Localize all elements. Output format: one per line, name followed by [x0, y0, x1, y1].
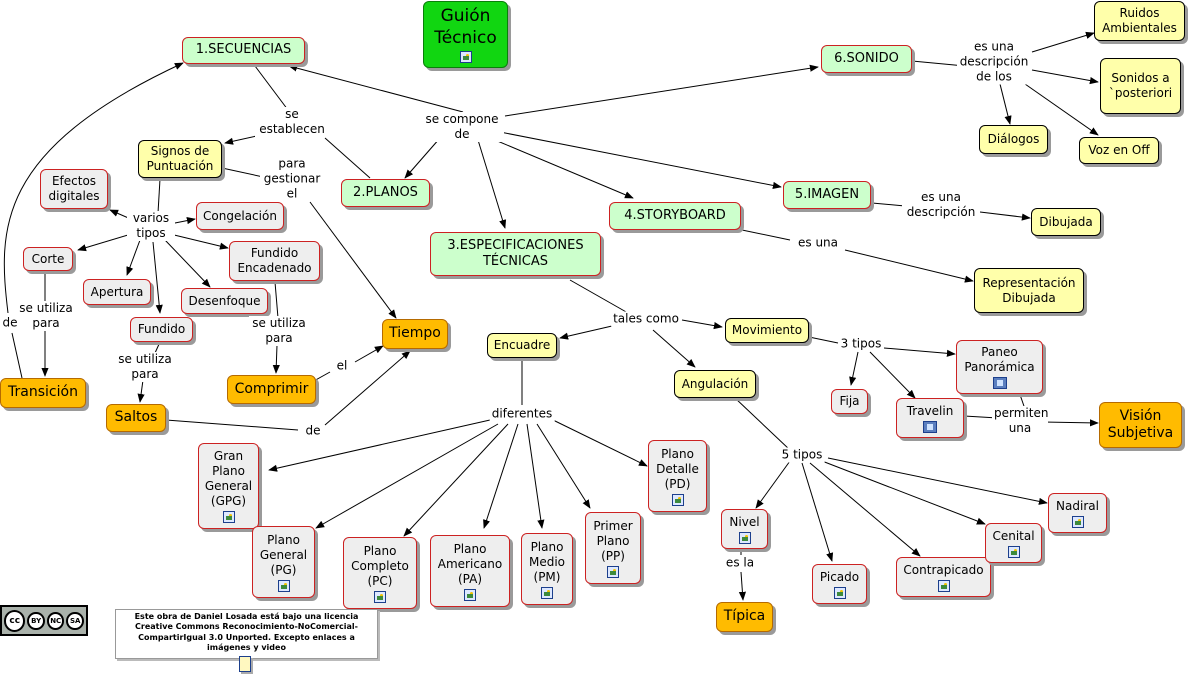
- node-fija[interactable]: Fija: [831, 389, 868, 414]
- link-label-se-utiliza-fundido: se utiliza para: [115, 352, 175, 382]
- node-cenital[interactable]: Cenital: [985, 523, 1042, 563]
- link-label-de-saltos: de: [303, 423, 323, 439]
- image-icon[interactable]: [541, 586, 553, 599]
- image-icon[interactable]: [222, 511, 235, 523]
- link-label-permiten-una: permiten una: [992, 406, 1049, 436]
- node-plano-americano[interactable]: Plano Americano (PA): [430, 535, 510, 607]
- node-travelin[interactable]: Travelin: [896, 398, 964, 438]
- node-representacion-dibujada[interactable]: Representación Dibujada: [974, 268, 1084, 313]
- node-picado[interactable]: Picado: [812, 564, 867, 604]
- node-plano-medio[interactable]: Plano Medio (PM): [521, 533, 573, 605]
- link-label-para-gestionar: para gestionar el: [260, 156, 324, 202]
- node-dibujada[interactable]: Dibujada: [1031, 208, 1101, 236]
- image-icon[interactable]: [464, 588, 476, 601]
- node-voz-en-off[interactable]: Voz en Off: [1079, 137, 1159, 164]
- node-imagen[interactable]: 5.IMAGEN: [783, 181, 871, 209]
- node-plano-detalle[interactable]: Plano Detalle (PD): [648, 440, 707, 512]
- node-primer-plano[interactable]: Primer Plano (PP): [585, 512, 641, 584]
- node-storyboard[interactable]: 4.STORYBOARD: [609, 202, 741, 230]
- image-icon[interactable]: [937, 579, 950, 592]
- node-tipica[interactable]: Típica: [716, 602, 773, 632]
- license-notice: Este obra de Daniel Losada está bajo una…: [115, 609, 378, 659]
- image-icon[interactable]: [738, 531, 751, 544]
- node-movimiento[interactable]: Movimiento: [725, 318, 809, 343]
- link-label-es-una-storyboard: es una: [795, 235, 841, 251]
- cc-icon: cc: [4, 609, 26, 632]
- by-icon: BY: [27, 611, 45, 630]
- node-transicion[interactable]: Transición: [0, 378, 86, 408]
- link-label-se-utiliza-encadenado: se utiliza para: [249, 316, 309, 346]
- node-angulacion[interactable]: Angulación: [674, 370, 756, 398]
- link-label-el: el: [334, 358, 350, 374]
- link-label-se-utiliza-corte: se utiliza para: [16, 301, 76, 331]
- node-nivel[interactable]: Nivel: [721, 509, 768, 549]
- node-plano-completo[interactable]: Plano Completo (PC): [343, 537, 417, 609]
- node-encuadre[interactable]: Encuadre: [487, 333, 557, 358]
- node-fundido[interactable]: Fundido: [130, 317, 193, 342]
- node-paneo-panoramica[interactable]: Paneo Panorámica: [956, 340, 1043, 394]
- node-dialogos[interactable]: Diálogos: [979, 125, 1048, 154]
- node-saltos[interactable]: Saltos: [106, 404, 166, 432]
- node-sonidos-posteriori[interactable]: Sonidos a `posteriori: [1100, 58, 1181, 114]
- video-icon[interactable]: [923, 420, 937, 433]
- link-label-varios-tipos: varios tipos: [127, 211, 175, 241]
- link-label-se-establecen: se establecen: [255, 107, 329, 137]
- node-ruidos-ambientales[interactable]: Ruidos Ambientales: [1094, 1, 1185, 41]
- node-apertura[interactable]: Apertura: [83, 279, 151, 305]
- node-fundido-encadenado[interactable]: Fundido Encadenado: [229, 241, 320, 281]
- document-icon[interactable]: [239, 656, 251, 672]
- link-label-es-la: es la: [723, 555, 757, 571]
- image-icon[interactable]: [671, 493, 684, 506]
- image-icon[interactable]: [459, 50, 472, 63]
- nc-icon: NC: [46, 611, 65, 630]
- image-icon[interactable]: [1071, 515, 1084, 528]
- link-label-es-una-descripcion-sonido: es una descripción de los: [957, 39, 1031, 85]
- image-icon[interactable]: [607, 565, 619, 578]
- link-label-diferentes: diferentes: [489, 406, 555, 422]
- image-icon[interactable]: [374, 590, 386, 603]
- node-gran-plano-general[interactable]: Gran Plano General (GPG): [198, 443, 259, 529]
- node-secuencias[interactable]: 1.SECUENCIAS: [182, 37, 305, 64]
- link-label-es-una-descripcion-imagen: es una descripción: [902, 190, 980, 220]
- node-tiempo[interactable]: Tiempo: [382, 319, 448, 349]
- node-contrapicado[interactable]: Contrapicado: [896, 557, 991, 597]
- node-efectos-digitales[interactable]: Efectos digitales: [40, 169, 108, 209]
- node-especificaciones[interactable]: 3.ESPECIFICACIONES TÉCNICAS: [430, 232, 601, 276]
- node-desenfoque[interactable]: Desenfoque: [181, 288, 268, 314]
- node-nadiral[interactable]: Nadiral: [1048, 493, 1107, 533]
- node-guion-tecnico[interactable]: Guión Técnico: [423, 1, 508, 68]
- sa-icon: SA: [66, 611, 84, 630]
- video-icon[interactable]: [992, 377, 1007, 389]
- node-sonido[interactable]: 6.SONIDO: [821, 45, 912, 73]
- node-comprimir[interactable]: Comprimir: [227, 375, 316, 404]
- link-label-5-tipos: 5 tipos: [779, 447, 825, 463]
- link-label-3-tipos: 3 tipos: [838, 336, 884, 352]
- node-corte[interactable]: Corte: [23, 247, 73, 271]
- node-signos-puntuacion[interactable]: Signos de Puntuación: [138, 140, 222, 178]
- node-planos[interactable]: 2.PLANOS: [341, 179, 430, 207]
- link-label-se-compone-de: se compone de: [420, 112, 504, 142]
- node-congelacion[interactable]: Congelación: [196, 202, 284, 230]
- image-icon[interactable]: [833, 586, 846, 599]
- link-label-tales-como: tales como: [611, 311, 681, 327]
- link-label-de-transicion: de: [0, 315, 20, 331]
- image-icon[interactable]: [277, 579, 290, 592]
- image-icon[interactable]: [1007, 545, 1020, 558]
- creative-commons-badge[interactable]: cc BY NC SA: [0, 605, 88, 636]
- node-vision-subjetiva[interactable]: Visión Subjetiva: [1099, 402, 1182, 448]
- node-plano-general[interactable]: Plano General (PG): [252, 526, 315, 598]
